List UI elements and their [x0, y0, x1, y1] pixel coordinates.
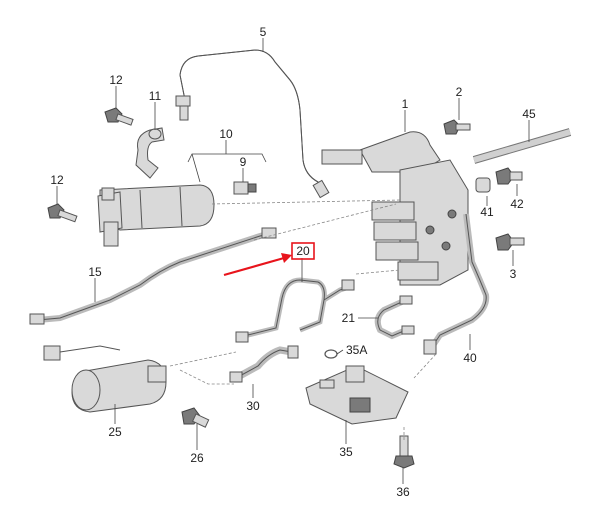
- part-1-valve-body[interactable]: [321, 131, 469, 286]
- group-bracket-10: [187, 153, 267, 163]
- part-35-housing[interactable]: [305, 365, 409, 425]
- label-9[interactable]: 9: [240, 155, 247, 169]
- highlight-box: [291, 242, 315, 260]
- label-41[interactable]: 41: [480, 205, 494, 219]
- label-45[interactable]: 45: [522, 107, 536, 121]
- alignment-line: [253, 203, 397, 241]
- alignment-line: [355, 269, 401, 275]
- alignment-line: [179, 369, 234, 385]
- part-41-bushing[interactable]: [475, 177, 491, 193]
- part-2-bolt[interactable]: [443, 119, 471, 135]
- label-40[interactable]: 40: [463, 351, 477, 365]
- part-30-hose[interactable]: [229, 345, 299, 383]
- label-26[interactable]: 26: [190, 451, 204, 465]
- label-30[interactable]: 30: [246, 399, 260, 413]
- label-25[interactable]: 25: [108, 425, 122, 439]
- part-5-pipe[interactable]: [175, 49, 330, 199]
- part-35a-o-ring[interactable]: [324, 349, 338, 359]
- part-45-rod[interactable]: [472, 128, 572, 164]
- alignment-line: [169, 351, 237, 367]
- label-20[interactable]: 20: [296, 244, 310, 258]
- alignment-line: [211, 199, 401, 205]
- part-42-bolt[interactable]: [495, 167, 523, 185]
- leader-line: [336, 349, 344, 355]
- label-12-lower[interactable]: 12: [50, 173, 64, 187]
- label-5[interactable]: 5: [260, 25, 267, 39]
- part-21-bent-pipe[interactable]: [374, 295, 415, 340]
- label-3[interactable]: 3: [510, 267, 517, 281]
- label-35a[interactable]: 35A: [346, 343, 367, 357]
- label-1[interactable]: 1: [402, 97, 409, 111]
- part-40-hose[interactable]: [423, 213, 490, 355]
- part-10-pump[interactable]: [97, 184, 215, 247]
- part-11-clamp[interactable]: [135, 127, 165, 179]
- label-35[interactable]: 35: [339, 445, 353, 459]
- label-21[interactable]: 21: [342, 311, 356, 325]
- part-26-bolt[interactable]: [181, 407, 210, 428]
- alignment-line: [413, 353, 437, 379]
- label-36[interactable]: 36: [396, 485, 410, 499]
- label-10[interactable]: 10: [219, 127, 233, 141]
- part-36-bolt[interactable]: [393, 435, 415, 469]
- part-25-motor[interactable]: [43, 345, 167, 413]
- label-11[interactable]: 11: [149, 89, 162, 103]
- label-42[interactable]: 42: [510, 197, 524, 211]
- leader-line: [191, 153, 201, 183]
- part-12-bolt-upper[interactable]: [104, 107, 134, 126]
- label-2[interactable]: 2: [456, 85, 463, 99]
- part-15-hose[interactable]: [29, 227, 277, 325]
- label-15[interactable]: 15: [88, 265, 102, 279]
- part-12-bolt-lower[interactable]: [47, 203, 78, 223]
- highlight-arrow: [223, 253, 292, 277]
- part-9-fitting[interactable]: [233, 181, 257, 195]
- part-20-loop-pipe[interactable]: [235, 277, 355, 343]
- part-3-bolt[interactable]: [495, 233, 525, 251]
- label-12-upper[interactable]: 12: [109, 73, 123, 87]
